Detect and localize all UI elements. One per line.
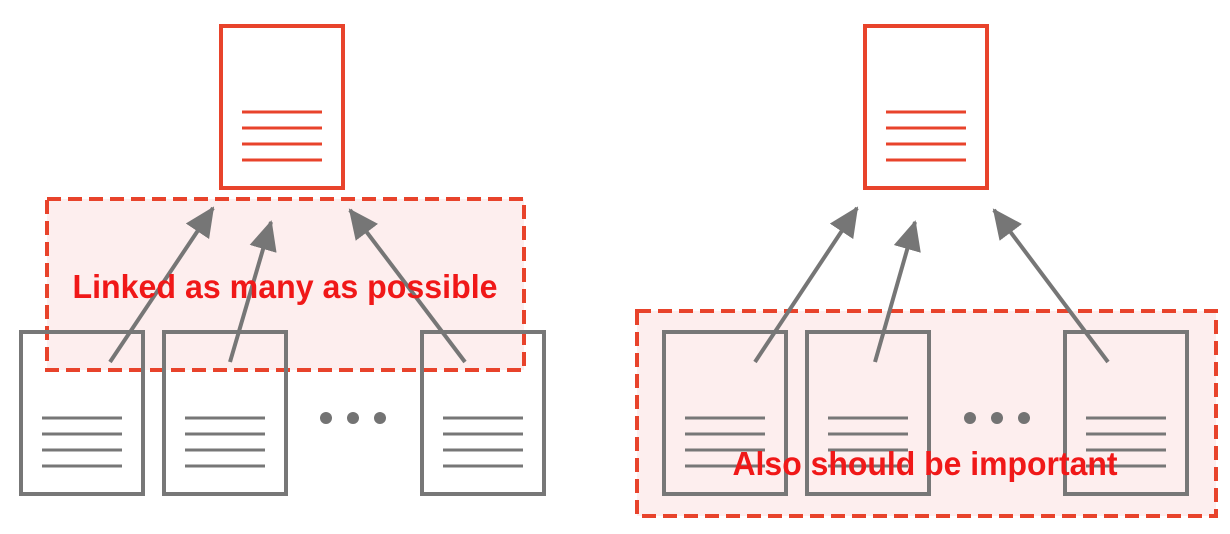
right-target-page-icon: [863, 24, 989, 190]
right-source-page-icon: [1063, 330, 1189, 496]
left-callout-label: Linked as many as possible: [73, 268, 498, 305]
right-panel: Also should be important: [635, 24, 1218, 518]
left-link-arrow-icon: [228, 220, 277, 363]
left-link-arrow-icon: [348, 208, 467, 364]
right-link-arrow-icon: [753, 206, 859, 364]
left-source-page-icon: [19, 330, 145, 496]
right-callout-box: [635, 309, 1218, 518]
left-source-page-icon: [420, 330, 546, 496]
left-link-arrow-icon: [108, 206, 215, 364]
right-link-arrow-icon: [873, 220, 921, 363]
left-source-page-icon: [162, 330, 288, 496]
left-target-page-icon: [219, 24, 345, 190]
right-ellipsis-icon: [964, 412, 1030, 424]
left-panel: Linked as many as possible: [19, 24, 546, 496]
right-source-page-icon: [662, 330, 788, 496]
left-ellipsis-icon: [320, 412, 386, 424]
right-callout-label: Also should be important: [733, 445, 1118, 482]
right-link-arrow-icon: [992, 208, 1110, 364]
right-source-page-icon: [805, 330, 931, 496]
